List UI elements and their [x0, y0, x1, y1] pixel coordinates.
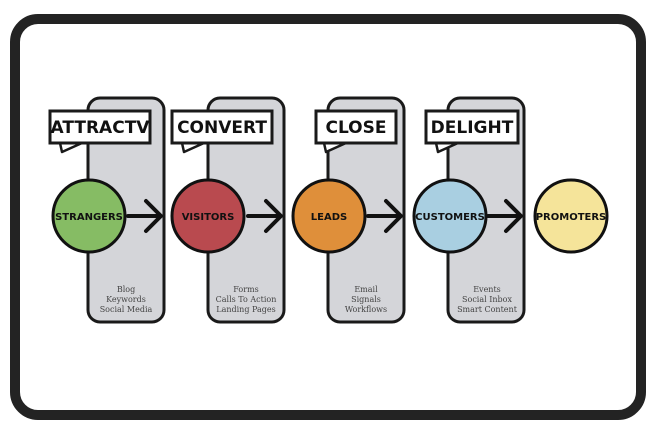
- right-arrow-icon: [486, 199, 523, 233]
- circle-leads: LEADS: [291, 178, 367, 254]
- tactic-item: Forms: [233, 285, 258, 294]
- stage-label-delight: DELIGHT: [431, 118, 514, 138]
- circle-label-promoters: PROMOTERS: [536, 212, 607, 223]
- circle-strangers: STRANGERS: [51, 178, 127, 254]
- tactic-item: Social Media: [100, 305, 153, 314]
- circle-customers: CUSTOMERS: [412, 178, 488, 254]
- tactic-item: Smart Content: [457, 305, 518, 314]
- tactic-item: Signals: [351, 295, 381, 304]
- circle-label-leads: LEADS: [311, 212, 347, 223]
- stage-label-box-1: ATTRACTV: [48, 109, 152, 154]
- tactic-item: Landing Pages: [216, 305, 275, 314]
- right-arrow-icon: [366, 199, 403, 233]
- stage-label-attract: ATTRACTV: [51, 118, 151, 138]
- right-arrow-icon: [246, 199, 283, 233]
- stage-label-convert: CONVERT: [177, 118, 267, 138]
- circle-visitors: VISITORS: [170, 178, 246, 254]
- stage-labels: ATTRACTV CONVERT CLOSE DELIGHT: [48, 109, 520, 154]
- circle-promoters: PROMOTERS: [533, 178, 609, 254]
- circle-label-customers: CUSTOMERS: [415, 212, 485, 223]
- circle-label-visitors: VISITORS: [182, 212, 235, 223]
- right-arrow-icon: [126, 199, 163, 233]
- tactic-item: Social Inbox: [462, 295, 512, 304]
- tactic-item: Blog: [117, 285, 135, 294]
- tactic-item: Workflows: [345, 305, 387, 314]
- tactic-item: Events: [473, 285, 501, 294]
- stage-label-box-3: CLOSE: [314, 109, 398, 154]
- tactic-item: Email: [354, 285, 378, 294]
- tactic-item: Keywords: [106, 295, 146, 304]
- circle-label-strangers: STRANGERS: [55, 212, 123, 223]
- stage-label-close: CLOSE: [325, 118, 386, 138]
- tactic-item: Calls To Action: [216, 295, 277, 304]
- stage-label-box-4: DELIGHT: [424, 109, 520, 154]
- stage-label-box-2: CONVERT: [170, 109, 274, 154]
